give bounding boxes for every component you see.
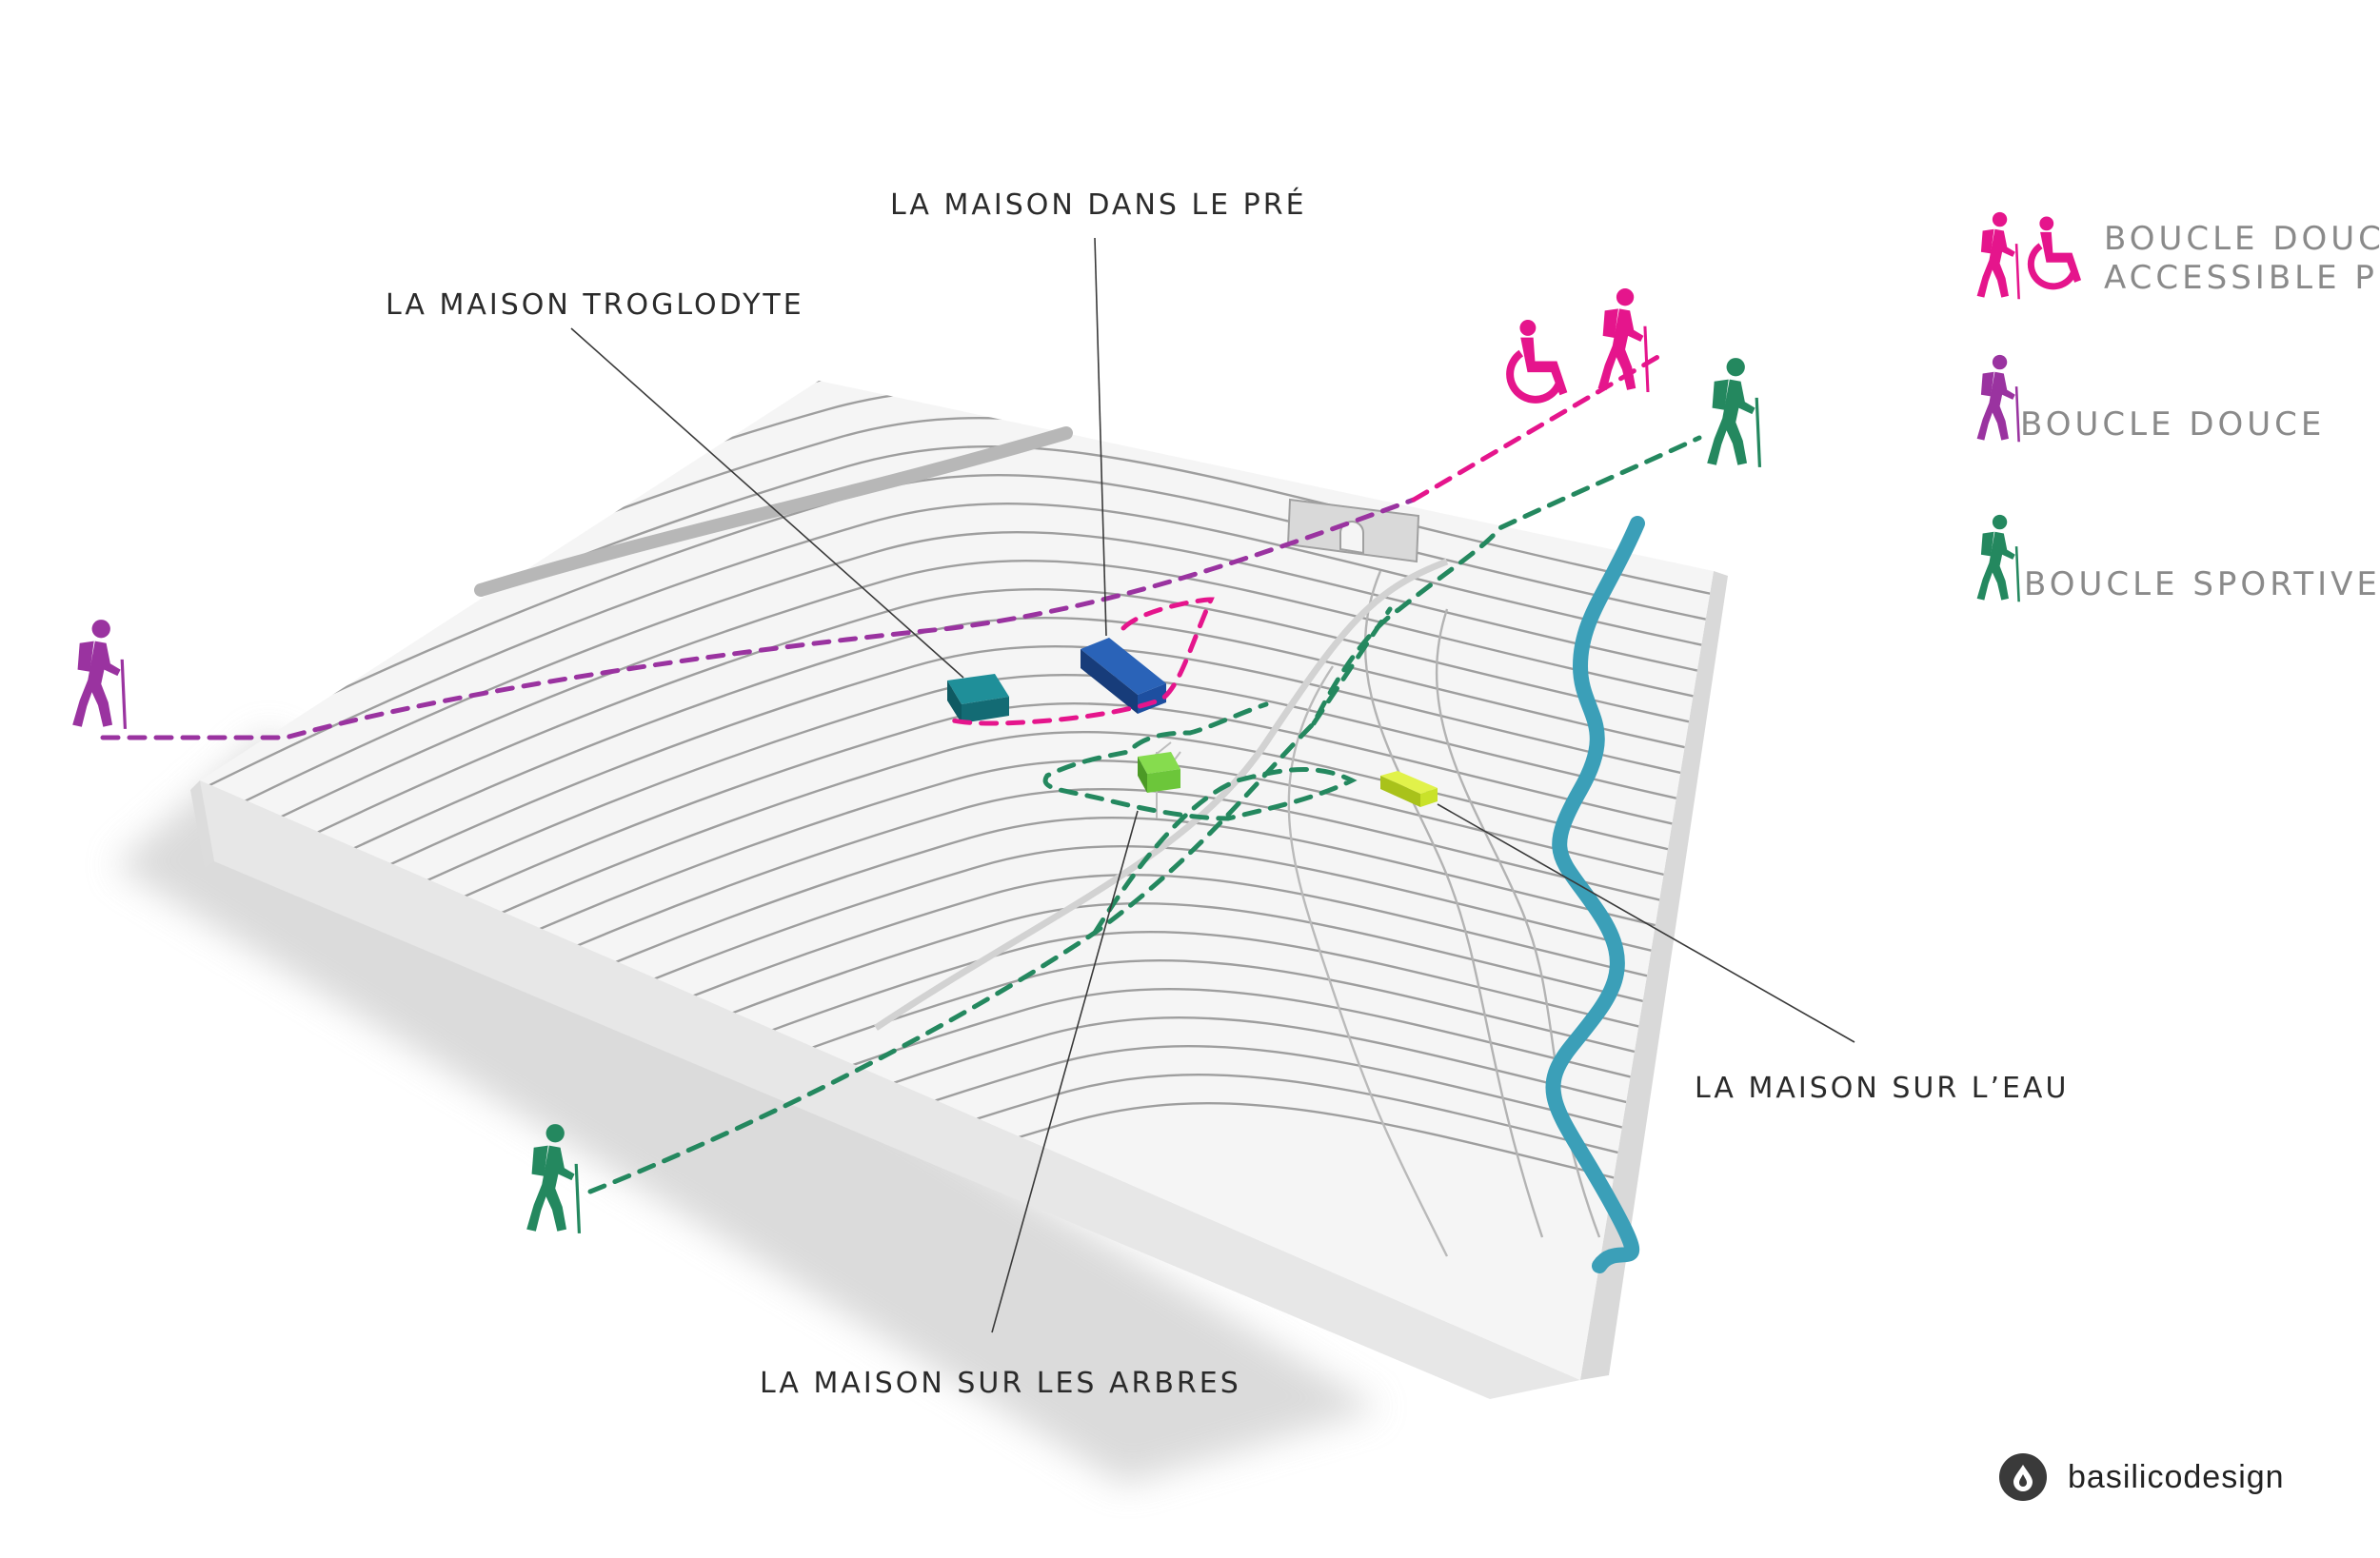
legend: BOUCLE DOUCE ACCESSIBLE PMR BOUCLE DOUCE… <box>1976 211 2380 603</box>
brand-name: basilicodesign <box>2068 1458 2285 1495</box>
leader-eau <box>1437 803 1855 1043</box>
wheelchair-icon <box>2031 217 2080 286</box>
house-troglodyte[interactable] <box>947 674 1009 723</box>
terrain-right-face <box>1580 571 1728 1380</box>
route-boucle-douce <box>100 497 1417 740</box>
house-arbres[interactable] <box>1138 741 1181 818</box>
legend-douce: BOUCLE DOUCE <box>2020 405 2325 444</box>
hiker-icon <box>1976 514 2020 602</box>
house-eau[interactable] <box>1380 771 1438 807</box>
hiker-icon <box>1976 211 2020 300</box>
leader-pre <box>1094 237 1107 637</box>
wheelchair-icon <box>1510 320 1567 399</box>
label-pre: LA MAISON DANS LE PRÉ <box>890 187 1307 222</box>
terrain-top <box>200 381 1714 1380</box>
hiker-icon <box>1707 358 1762 467</box>
road <box>474 426 1073 597</box>
terrain-front-face <box>200 780 1580 1399</box>
terrain-front-edge <box>190 780 214 868</box>
label-arbres: LA MAISON SUR LES ARBRES <box>760 1367 1241 1400</box>
hiker-icon <box>1976 354 2020 443</box>
leader-arbres <box>991 810 1139 1333</box>
hiker-icon <box>72 620 128 729</box>
leader-troglodyte <box>570 327 964 679</box>
brand: basilicodesign <box>1999 1449 2285 1506</box>
ruin-icon <box>1286 498 1420 563</box>
label-troglodyte: LA MAISON TROGLODYTE <box>386 288 804 322</box>
legend-sportive: BOUCLE SPORTIVE <box>2024 565 2380 603</box>
brand-drop-icon <box>1999 1453 2047 1501</box>
river <box>1545 516 1645 1273</box>
label-eau: LA MAISON SUR L’EAU <box>1695 1072 2069 1105</box>
route-boucle-sportive-loop <box>1042 606 1393 936</box>
mountain-track <box>874 558 1449 1031</box>
legend-pmr-line1: BOUCLE DOUCE <box>2104 220 2380 258</box>
legend-pmr-line2: ACCESSIBLE PMR <box>2104 259 2380 297</box>
route-boucle-pmr-loop <box>944 597 1215 726</box>
